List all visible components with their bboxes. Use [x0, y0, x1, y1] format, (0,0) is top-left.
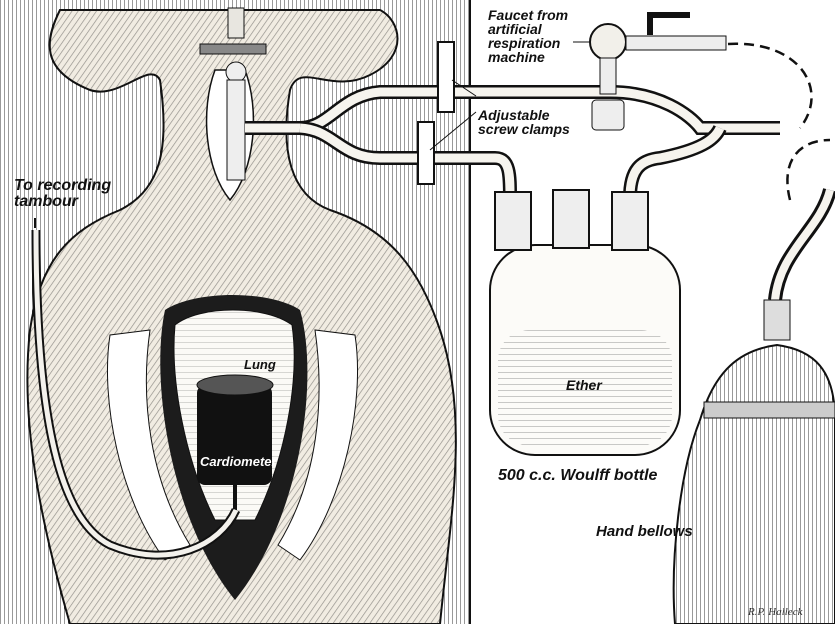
hand-bellows-label: Hand bellows — [596, 524, 693, 539]
faucet-label-line-3: respiration — [488, 36, 568, 50]
faucet-label-line-2: artificial — [488, 22, 568, 36]
lung-label: Lung — [244, 358, 276, 371]
faucet-valve — [590, 24, 626, 60]
cardiometer-device — [197, 385, 272, 485]
trachea-cannula — [227, 80, 245, 180]
faucet-label: Faucet from artificial respiration machi… — [488, 8, 568, 64]
screw-clamp-lower — [418, 122, 434, 184]
screw-clamp-upper — [438, 42, 454, 112]
clamps-label-line-1: Adjustable — [478, 108, 570, 122]
cardiometer-label: Cardiometer — [200, 455, 277, 468]
ether-label: Ether — [566, 378, 602, 392]
hand-bellows — [674, 345, 835, 624]
recording-tambour-label: To recording tambour — [14, 178, 111, 210]
dashed-connection-1 — [728, 44, 812, 128]
faucet-label-line-1: Faucet from — [488, 8, 568, 22]
woulff-bottle-label: 500 c.c. Woulff bottle — [498, 468, 657, 484]
clamps-label: Adjustable screw clamps — [478, 108, 570, 136]
clamps-label-line-2: screw clamps — [478, 122, 570, 136]
artist-signature: R.P. Halleck — [748, 606, 802, 618]
faucet-label-line-4: machine — [488, 50, 568, 64]
recording-label-line-1: To recording — [14, 178, 111, 194]
recording-label-line-2: tambour — [14, 194, 111, 210]
